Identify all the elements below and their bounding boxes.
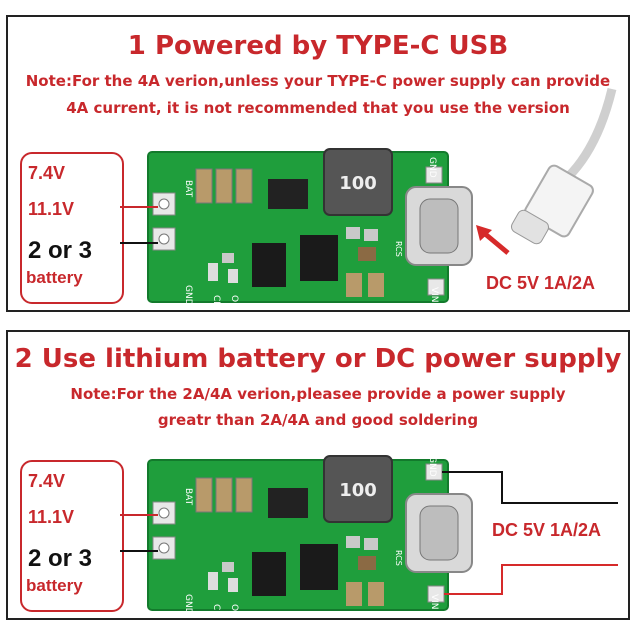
pcb-board-2: 100 BAT GND CR OK RCS GND VIN bbox=[147, 455, 618, 618]
pcb-board-1: 100 BAT GND CR OK RCS GND VIN bbox=[147, 87, 617, 309]
led-label-ok-2: OK bbox=[229, 604, 239, 618]
battery-word-2: battery bbox=[26, 576, 83, 595]
panel-type-c: 1 Powered by TYPE-C USB Note:For the 4A … bbox=[6, 15, 630, 312]
voltage-11-1v-2: 11.1V bbox=[28, 507, 75, 527]
panel2-note-line1: Note:For the 2A/4A verion,pleasee provid… bbox=[70, 385, 566, 403]
battery-connector-lines-2 bbox=[120, 514, 158, 552]
panel2-note-line2: greatr than 2A/4A and good soldering bbox=[157, 411, 479, 429]
gnd-wire bbox=[442, 471, 618, 504]
battery-count-2: 2 or 3 bbox=[28, 545, 93, 572]
pin-label-gnd-2: GND bbox=[183, 594, 193, 615]
panel1-note-line2: 4A current, it is not recommended that y… bbox=[66, 99, 570, 117]
led-label-ok-1: OK bbox=[229, 295, 239, 309]
pin-label-gnd-right-1: GND bbox=[427, 157, 437, 178]
dc-label-2: DC 5V 1A/2A bbox=[492, 520, 602, 540]
battery-callout-1 bbox=[20, 152, 124, 304]
battery-count-1: 2 or 3 bbox=[28, 237, 93, 264]
battery-connector-lines-1 bbox=[120, 206, 158, 244]
pin-label-bat-1: BAT bbox=[183, 180, 193, 198]
pin-label-vin-2: VIN bbox=[429, 594, 439, 610]
battery-word-1: battery bbox=[26, 268, 83, 287]
voltage-11-1v-1: 11.1V bbox=[28, 199, 75, 219]
res-label-1: RCS bbox=[394, 241, 403, 257]
arrow-icon bbox=[476, 225, 510, 255]
voltage-7-4v-1: 7.4V bbox=[28, 163, 66, 183]
pin-label-vin-1: VIN bbox=[429, 287, 439, 303]
panel-lithium-dc: 2 Use lithium battery or DC power supply… bbox=[6, 330, 630, 620]
pin-label-gnd-1: GND bbox=[183, 285, 193, 306]
pin-label-bat-2: BAT bbox=[183, 488, 193, 506]
panel2-title: 2 Use lithium battery or DC power supply bbox=[14, 344, 622, 374]
led-label-cr-2: CR bbox=[211, 604, 221, 617]
vin-wire bbox=[444, 564, 618, 595]
panel1-title: 1 Powered by TYPE-C USB bbox=[127, 31, 509, 61]
inductor-label-2: 100 bbox=[339, 480, 377, 501]
battery-callout-2 bbox=[20, 460, 124, 612]
pin-label-gnd-right-2: GND bbox=[427, 456, 437, 477]
panel1-note-line1: Note:For the 4A verion,unless your TYPE-… bbox=[25, 72, 611, 90]
dc-label-1: DC 5V 1A/2A bbox=[486, 273, 596, 293]
inductor-label-1: 100 bbox=[339, 173, 377, 194]
led-label-cr-1: CR bbox=[211, 295, 221, 308]
voltage-7-4v-2: 7.4V bbox=[28, 471, 66, 491]
usb-c-cable-icon bbox=[510, 87, 617, 245]
res-label-2: RCS bbox=[394, 550, 403, 566]
